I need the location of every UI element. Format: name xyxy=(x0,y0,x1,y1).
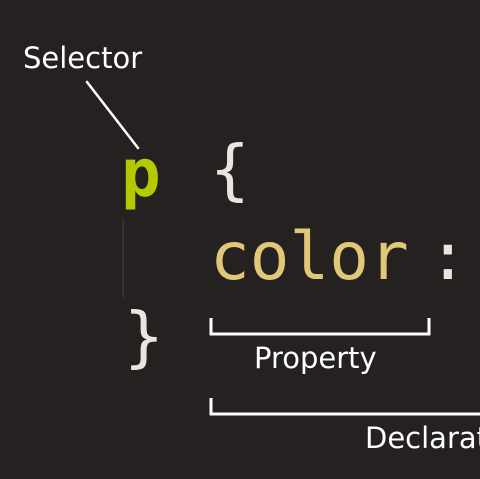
property-label: Property xyxy=(254,341,377,375)
property-bracket xyxy=(209,318,431,336)
selector-label: Selector xyxy=(23,41,143,75)
declaration-bracket xyxy=(209,398,480,416)
code-open-brace: { xyxy=(210,131,250,208)
code-property: color xyxy=(210,218,409,295)
code-selector: p xyxy=(121,135,161,212)
selector-pointer-line xyxy=(85,80,140,150)
code-colon: : xyxy=(428,218,468,295)
code-close-brace: } xyxy=(124,298,164,375)
declaration-label: Declarat xyxy=(365,421,480,455)
